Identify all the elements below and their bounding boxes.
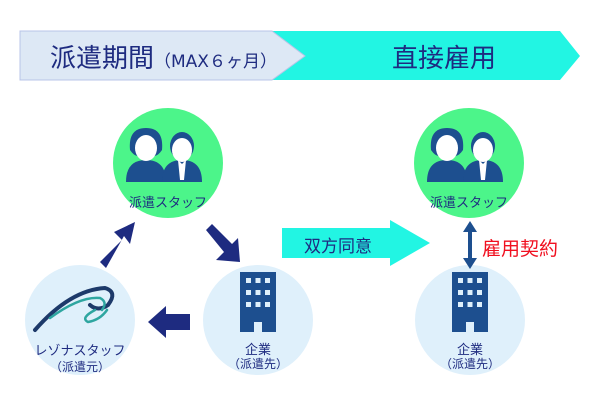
employment-contract-double-arrow: [463, 221, 477, 269]
arrow-agency-to-staff: [100, 222, 135, 268]
company-sub-label-right: （派遣先）: [439, 357, 500, 371]
employment-contract-label: 雇用契約: [482, 238, 559, 260]
building-icon: [240, 272, 276, 332]
company-label-right: 企業: [456, 343, 483, 358]
company-label-left: 企業: [244, 343, 271, 358]
agency-sub-label: （派遣元）: [49, 360, 110, 374]
staff-label-left: 派遣スタッフ: [128, 196, 207, 211]
direct-hire-title: 直接雇用: [392, 44, 497, 74]
resona-logo-icon: [33, 285, 115, 332]
dispatch-max-text: （MAX６ヶ月）: [154, 52, 277, 72]
direct-hire-banner: [272, 31, 580, 80]
agency-circle: [25, 265, 135, 375]
dispatch-period-title: 派遣期間（MAX６ヶ月）: [50, 38, 277, 75]
arrow-staff-to-company: [206, 224, 240, 262]
dispatch-period-banner: [19, 30, 306, 81]
building-icon: [452, 272, 488, 332]
mutual-agreement-label: 双方同意: [304, 237, 372, 257]
staff-label-right: 派遣スタッフ: [429, 196, 508, 211]
arrow-company-to-agency: [148, 306, 190, 338]
mutual-agreement-arrow: [282, 220, 430, 266]
dispatch-period-text: 派遣期間: [50, 44, 155, 74]
company-sub-label-left: （派遣先）: [227, 357, 288, 371]
agency-label: レゾナスタッフ: [34, 344, 126, 359]
